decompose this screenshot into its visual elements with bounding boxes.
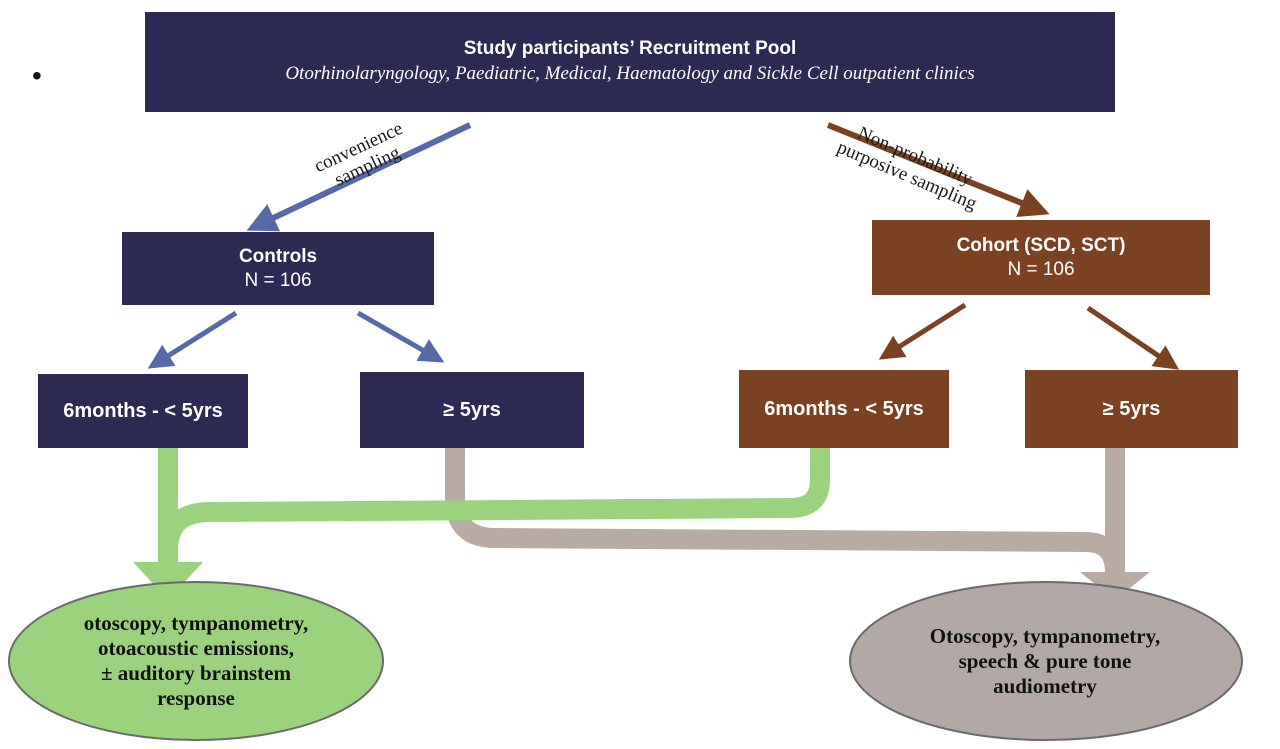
controls-box: Controls N = 106 bbox=[122, 232, 434, 305]
controls-to-old-arrow bbox=[356, 310, 445, 363]
controls-to-young-arrow bbox=[147, 310, 238, 369]
bullet-marker: • bbox=[32, 60, 42, 91]
controls-title: Controls bbox=[238, 245, 318, 267]
cohort-old-box: ≥ 5yrs bbox=[1025, 370, 1238, 448]
recruitment-pool-clinics: Otorhinolaryngology, Paediatric, Medical… bbox=[285, 63, 975, 84]
outcome-young-text: otoscopy, tympanometry, otoacoustic emis… bbox=[83, 611, 309, 710]
cohort-to-old-arrow bbox=[1086, 305, 1180, 370]
recruitment-pool-title: Study participants’ Recruitment Pool bbox=[463, 38, 797, 59]
controls-old-box: ≥ 5yrs bbox=[360, 372, 584, 448]
convenience-sampling-arrow bbox=[246, 122, 472, 232]
purposive-sampling-arrow bbox=[826, 122, 1050, 217]
recruitment-pool-box: Study participants’ Recruitment Pool Oto… bbox=[145, 12, 1115, 112]
controls-count: N = 106 bbox=[244, 269, 312, 291]
green-arrowhead bbox=[133, 562, 203, 600]
cohort-young-box: 6months - < 5yrs bbox=[739, 370, 949, 448]
cohort-to-young-arrow bbox=[878, 302, 967, 360]
cohort-title: Cohort (SCD, SCT) bbox=[956, 234, 1126, 256]
controls-young-box: 6months - < 5yrs bbox=[38, 374, 248, 448]
outcome-old-text: Otoscopy, tympanometry, speech & pure to… bbox=[929, 623, 1161, 698]
gray-arrowhead bbox=[1080, 572, 1150, 600]
outcome-old-ellipse bbox=[849, 581, 1243, 741]
outcome-young-ellipse bbox=[8, 581, 384, 741]
cohort-box: Cohort (SCD, SCT) N = 106 bbox=[872, 220, 1210, 295]
cohort-count: N = 106 bbox=[1007, 258, 1075, 280]
